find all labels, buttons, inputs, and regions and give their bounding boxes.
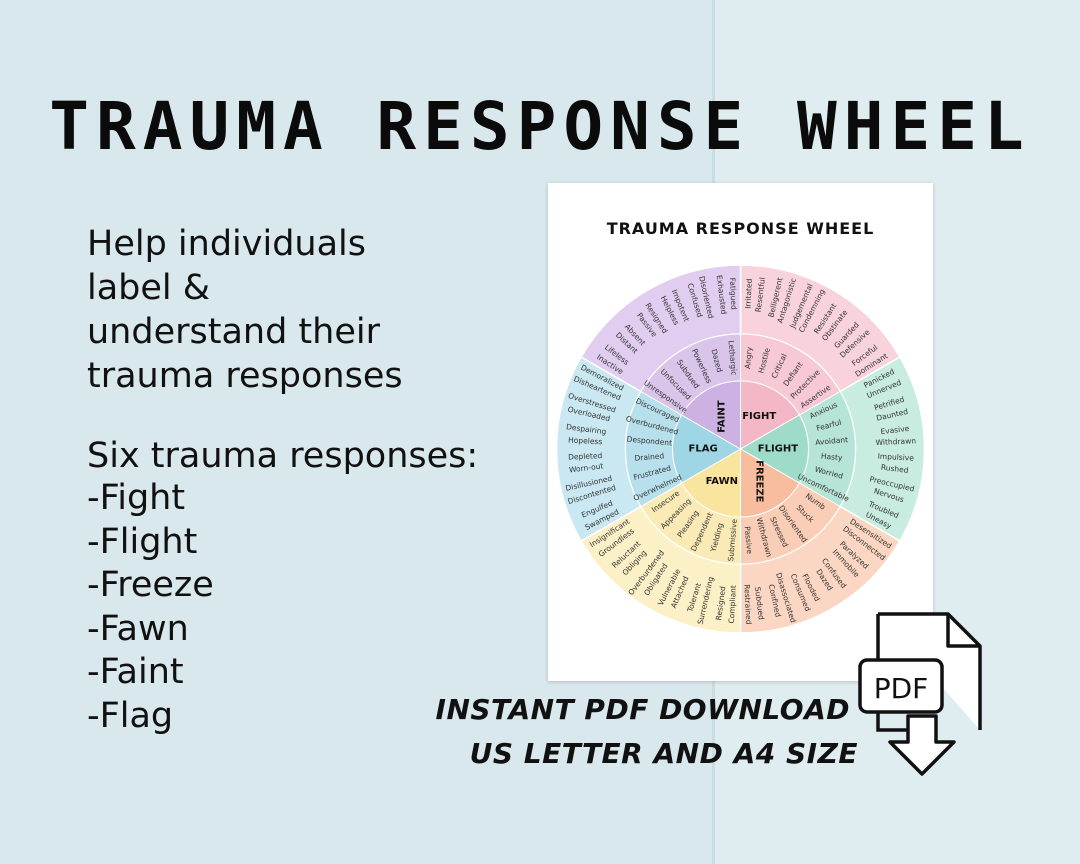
pdf-file-icon: PDF	[858, 612, 982, 776]
wheel-outer-word: Restrained	[742, 584, 753, 625]
responses-list: -Fight -Flight -Freeze -Fawn -Faint -Fla…	[87, 477, 214, 738]
wheel-outer-word: Subdued	[753, 586, 766, 620]
wheel-outer-word: Irritated	[743, 278, 754, 309]
wheel-core-label: FAINT	[716, 400, 727, 433]
wheel-middle-word: Angry	[743, 346, 754, 369]
wheel-middle-word: Lethargic	[727, 340, 739, 376]
responses-heading: Six trauma responses:	[87, 436, 479, 476]
wheel-middle-word: Hasty	[821, 452, 844, 463]
wheel-core-faint	[680, 380, 741, 450]
wheel-core-fight	[740, 380, 801, 450]
pdf-label: PDF	[874, 672, 929, 705]
wheel-outer-word: Withdrawn	[875, 436, 916, 447]
description-line: understand their	[87, 312, 380, 352]
response-item: -Faint	[87, 652, 184, 692]
wheel-outer-word: Resentful	[754, 277, 767, 313]
wheel-middle-word: Drained	[634, 451, 665, 463]
wheel-core-fawn	[680, 448, 741, 518]
wheel-outer-word: Worn-out	[569, 461, 604, 474]
wheel-core-flag	[672, 414, 742, 484]
main-title: TRAUMA RESPONSE WHEEL	[49, 88, 1031, 165]
wheel-outer-word: Depleted	[568, 451, 603, 462]
wheel-middle-word: Submissive	[726, 518, 739, 562]
preview-title: TRAUMA RESPONSE WHEEL	[606, 219, 875, 238]
wheel-middle-word: Avoidant	[815, 435, 849, 447]
wheel-core-freeze	[740, 448, 801, 518]
wheel-middle-word: Passive	[743, 526, 754, 555]
wheel-core-label: FLAG	[689, 444, 718, 455]
wheel-core-label: FLIGHT	[758, 444, 799, 455]
wheel-outer-word: Hopeless	[568, 435, 603, 446]
response-item: -Flag	[87, 695, 174, 736]
description-line: Help individuals	[87, 224, 367, 264]
response-item: -Fawn	[87, 608, 189, 649]
description-line: trauma responses	[87, 356, 403, 396]
wheel-outer-word: Evasive	[880, 424, 910, 436]
wheel-middle-word: Despondent	[626, 435, 672, 448]
wheel-core-label: FIGHT	[742, 411, 776, 422]
wheel-outer-word: Impulsive	[877, 452, 914, 463]
wheel-outer-word: Compliant	[727, 585, 738, 624]
wheel-outer-word: Fatigued	[728, 277, 739, 310]
response-item: -Fight	[87, 478, 186, 518]
description: Help individuals label & understand thei…	[87, 222, 547, 398]
wheel-outer-word: Rushed	[880, 463, 909, 475]
instant-download-text: INSTANT PDF DOWNLOAD	[435, 693, 850, 726]
response-item: -Freeze	[87, 565, 214, 605]
response-item: -Flight	[87, 521, 198, 562]
wheel-core-label: FAWN	[706, 476, 738, 487]
wheel-outer-word: Resigned	[714, 585, 727, 620]
paper-size-text: US LETTER AND A4 SIZE	[469, 737, 858, 770]
wheel-core-label: FREEZE	[754, 460, 765, 502]
wheel-core-flight	[739, 414, 809, 484]
description-line: label &	[87, 268, 211, 308]
